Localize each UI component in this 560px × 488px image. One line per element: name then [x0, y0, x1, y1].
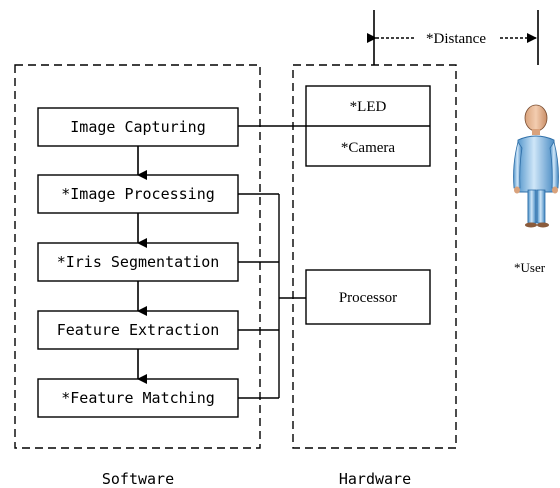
software-group — [14, 64, 261, 449]
step-label: *Image Processing — [61, 185, 215, 203]
step-label: *Feature Matching — [61, 389, 215, 407]
processor-box: Processor — [305, 269, 431, 325]
step-label: Feature Extraction — [57, 321, 220, 339]
user-label: *User — [514, 260, 546, 275]
user-figure-icon — [513, 104, 559, 228]
step-label: *Iris Segmentation — [57, 253, 220, 271]
software-title: Software — [102, 470, 174, 488]
processor-label: Processor — [339, 290, 397, 306]
led-camera-box: *LED *Camera — [305, 85, 431, 167]
step-feature-extraction: Feature Extraction — [37, 310, 239, 350]
step-iris-segmentation: *Iris Segmentation — [37, 242, 239, 282]
led-label: *LED — [350, 99, 387, 115]
hardware-title: Hardware — [339, 470, 411, 488]
step-feature-matching: *Feature Matching — [37, 378, 239, 418]
processor-bus — [238, 193, 306, 399]
step-image-capturing: Image Capturing — [37, 107, 239, 147]
step-label: Image Capturing — [70, 118, 205, 136]
step-image-processing: *Image Processing — [37, 174, 239, 214]
distance-label: *Distance — [426, 31, 486, 47]
camera-label: *Camera — [341, 140, 395, 156]
